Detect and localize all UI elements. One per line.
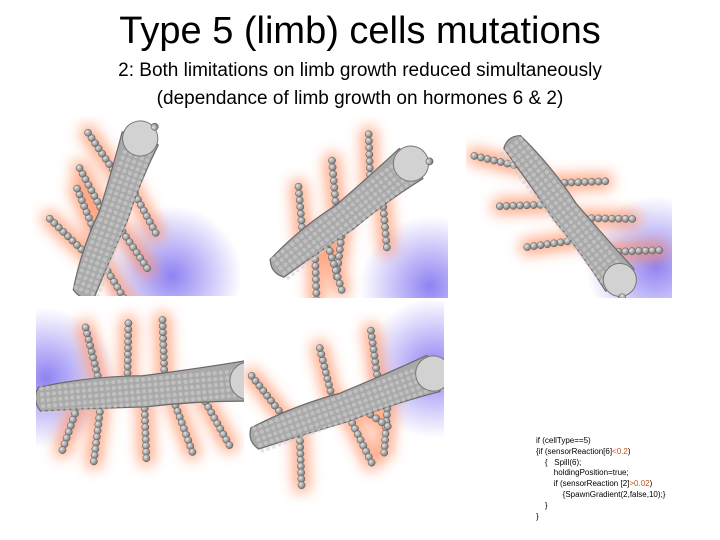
code-line-8: } bbox=[536, 511, 539, 521]
code-line-7: } bbox=[536, 500, 548, 510]
organism-image-2 bbox=[240, 116, 448, 298]
code-line-5: if (sensorReaction [2]>0.02) bbox=[536, 479, 653, 489]
code-line-4: holdingPosition=true; bbox=[536, 468, 629, 478]
slide-subtitle-line1: 2: Both limitations on limb growth reduc… bbox=[118, 60, 602, 81]
code-line-6: {SpawnGradient(2,false,10);} bbox=[536, 489, 666, 499]
code-line-3: { Spill(6); bbox=[536, 457, 582, 467]
code-snippet: if (cellType==5) {if (sensorReaction[6]<… bbox=[536, 436, 665, 522]
organism-image-3 bbox=[466, 116, 672, 298]
organism-image-1 bbox=[32, 116, 240, 296]
code-line-2: {if (sensorReaction[6]<0.2) bbox=[536, 446, 631, 456]
slide-subtitle-line2: (dependance of limb growth on hormones 6… bbox=[156, 88, 564, 109]
organism-image-5 bbox=[244, 298, 444, 502]
organism-image-4 bbox=[36, 298, 244, 502]
slide-title: Type 5 (limb) cells mutations bbox=[119, 10, 601, 52]
code-line-1: if (cellType==5) bbox=[536, 436, 591, 445]
